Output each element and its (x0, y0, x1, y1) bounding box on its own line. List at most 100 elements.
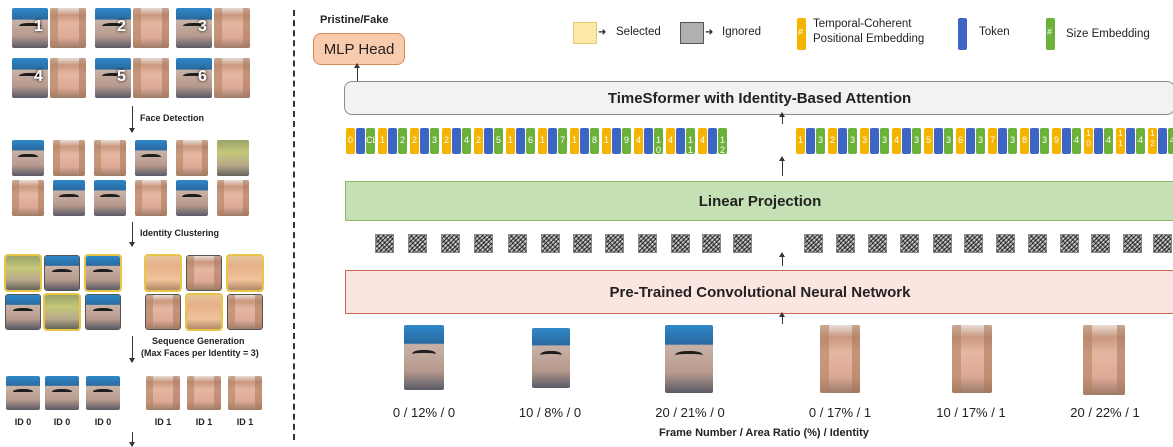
input-frame-image (820, 325, 860, 393)
feature-patch (1123, 234, 1142, 253)
feature-patch (1153, 234, 1172, 253)
sequence-face (86, 376, 120, 410)
temporal-embedding-token: 6 (956, 128, 965, 154)
legend-size-label: Size Embedding (1066, 28, 1150, 40)
hash-icon: # (1047, 27, 1053, 37)
temporal-embedding-token: 5 (924, 128, 933, 154)
input-token (1030, 128, 1039, 154)
token-label: 3 (1041, 135, 1047, 145)
token-label: 4 (699, 135, 705, 145)
size-embedding-token: 3 (430, 128, 439, 154)
token-label: 1 1 (687, 135, 693, 155)
temporal-embedding-token: 2 (410, 128, 419, 154)
frame-number: 6 (198, 68, 207, 85)
token-label: 2 (411, 135, 417, 145)
token-label: 3 (913, 135, 919, 145)
feature-patch (933, 234, 952, 253)
token-label: 4 (1105, 135, 1111, 145)
size-embedding-token: 1 1 (686, 128, 695, 155)
size-embedding-token: 1 2 (718, 128, 727, 155)
hash-icon: # (798, 27, 804, 37)
size-embedding-token: 1 0 (654, 128, 663, 155)
feature-patch (474, 234, 493, 253)
temporal-embedding-token: 2 (474, 128, 483, 154)
video-frame-6: 6 (176, 58, 250, 98)
token-label: 6 (957, 135, 963, 145)
size-embedding-token: 6 (526, 128, 535, 154)
legend-temporal-swatch: # (797, 18, 806, 50)
flow-arrow (779, 312, 785, 324)
frame-caption: 0 / 12% / 0 (392, 405, 456, 420)
panel-divider (293, 10, 295, 440)
cnn-block: Pre-Trained Convolutional Neural Network (345, 270, 1173, 314)
legend-ignored-label: Ignored (722, 26, 762, 38)
size-embedding-token: 4 (1072, 128, 1081, 154)
token-label: 1 (797, 135, 803, 145)
frame-number: 2 (117, 18, 126, 35)
temporal-embedding-token: 1 (506, 128, 515, 154)
input-token (902, 128, 911, 154)
temporal-embedding-token: 2 (828, 128, 837, 154)
woman-face-image (50, 8, 86, 48)
woman-face-image (50, 58, 86, 98)
mlp-head-block: MLP Head (313, 33, 405, 65)
size-embedding-token: 3 (944, 128, 953, 154)
temporal-embedding-token: 9 (1052, 128, 1061, 154)
size-embedding-token: 3 (1008, 128, 1017, 154)
token-label: 1 (379, 135, 385, 145)
frame-number: 1 (34, 18, 43, 35)
clustered-face-id0 (43, 293, 81, 331)
step-identity-clustering: Identity Clustering (140, 228, 220, 238)
temporal-embedding-token: 1 (570, 128, 579, 154)
legend-arrow-icon: ➜ (598, 27, 607, 38)
step-face-detection: Face Detection (140, 113, 205, 123)
detected-face (217, 180, 249, 216)
detected-face (135, 140, 167, 176)
token-label: 1 (539, 135, 545, 145)
size-embedding-token: 3 (1040, 128, 1049, 154)
temporal-embedding-token: 1 (602, 128, 611, 154)
input-token (420, 128, 429, 154)
size-embedding-token: 4 (1168, 128, 1173, 154)
frame-caption: 20 / 22% / 1 (1070, 405, 1140, 420)
feature-patch (733, 234, 752, 253)
clustered-face-id1 (227, 294, 263, 330)
input-frame-image (404, 325, 444, 390)
token-label: 4 (1073, 135, 1079, 145)
token-label: 1 1 (1118, 129, 1123, 148)
size-embedding-token: CLS (366, 128, 384, 154)
feature-patch (964, 234, 983, 253)
input-frame-image (952, 325, 992, 393)
size-embedding-token: 4 (462, 128, 471, 154)
input-token (1158, 128, 1167, 154)
feature-patch (375, 234, 394, 253)
woman-face-image (214, 8, 250, 48)
sequence-face (228, 376, 262, 410)
clustered-face-id0 (85, 294, 121, 330)
token-label: 3 (849, 135, 855, 145)
size-embedding-token: 4 (1104, 128, 1113, 154)
flow-arrow (779, 112, 785, 124)
size-embedding-token: 2 (398, 128, 407, 154)
feature-patch (836, 234, 855, 253)
token-label: 0 (347, 135, 353, 145)
token-label: 1 (603, 135, 609, 145)
frame-caption: 0 / 17% / 1 (808, 405, 872, 420)
frames-axis-title: Frame Number / Area Ratio (%) / Identity (659, 427, 869, 439)
temporal-embedding-token: 7 (988, 128, 997, 154)
token-label: 1 (507, 135, 513, 145)
token-label: 7 (559, 135, 565, 145)
frame-caption: 10 / 8% / 0 (518, 405, 582, 420)
temporal-embedding-token: 1 2 (1148, 128, 1157, 154)
token-label: 3 (817, 135, 823, 145)
linear-projection-block: Linear Projection (345, 181, 1173, 221)
video-frame-1: 1 (12, 8, 86, 48)
token-label: 4 (893, 135, 899, 145)
legend-temporal-label-2: Positional Embedding (813, 33, 925, 45)
detected-face (53, 180, 85, 216)
identity-label: ID 0 (53, 417, 71, 427)
frame-caption: 20 / 21% / 0 (655, 405, 725, 420)
flow-arrow (779, 156, 785, 176)
token-label: 4 (1137, 135, 1143, 145)
temporal-embedding-token: 1 0 (1084, 128, 1093, 154)
